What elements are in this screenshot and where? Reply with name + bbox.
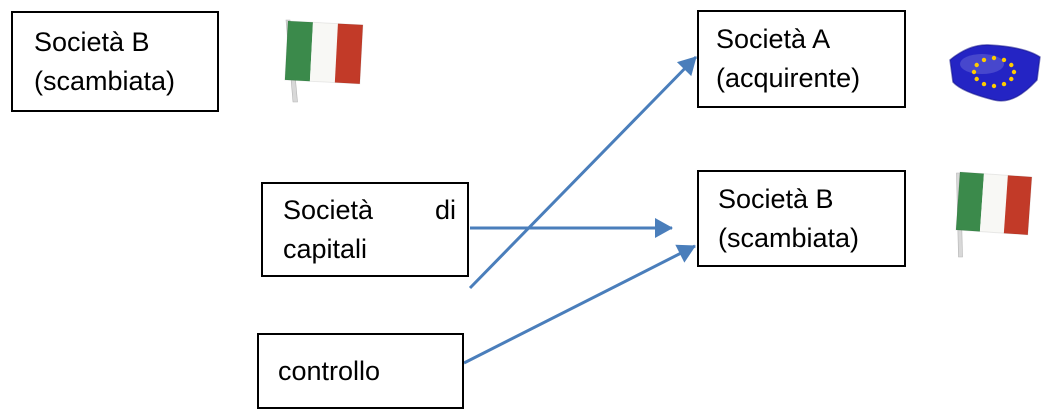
box-label-word: di <box>434 194 456 225</box>
flag-cloth <box>955 171 1033 236</box>
flag-cloth <box>949 44 1041 102</box>
flag-highlight <box>960 54 1004 74</box>
box-label-line: Società A <box>716 24 831 54</box>
box-label-line: (scambiata) <box>718 222 860 253</box>
box-label-line: Società B <box>718 183 834 214</box>
italy-flag-icon <box>955 171 1033 258</box>
flag-cloth <box>284 20 364 85</box>
box-label-line: (acquirente) <box>716 63 861 93</box>
box-label-line: controllo <box>278 355 381 386</box>
box-label-word: Società <box>283 194 374 225</box>
box-societa-b-scambiata-left: Società B (scambiata) <box>11 11 219 112</box>
box-label-line: Società B <box>34 26 150 57</box>
arrow-capitali-to-societa-a <box>468 55 698 290</box>
box-label-line: Società di <box>283 191 456 230</box>
box-label-line: capitali <box>283 233 368 264</box>
box-societa-di-capitali: Società di capitali <box>261 182 469 277</box>
box-societa-a-acquirente: Società A (acquirente) <box>697 10 906 108</box>
box-societa-b-scambiata-right: Società B (scambiata) <box>697 170 906 267</box>
box-label-line: (scambiata) <box>34 65 176 96</box>
eu-stars <box>971 55 1017 89</box>
italy-flag-icon <box>284 19 364 103</box>
arrow-controllo-to-societa-b <box>463 244 696 365</box>
box-controllo: controllo <box>257 333 464 409</box>
eu-flag-icon <box>949 44 1041 102</box>
